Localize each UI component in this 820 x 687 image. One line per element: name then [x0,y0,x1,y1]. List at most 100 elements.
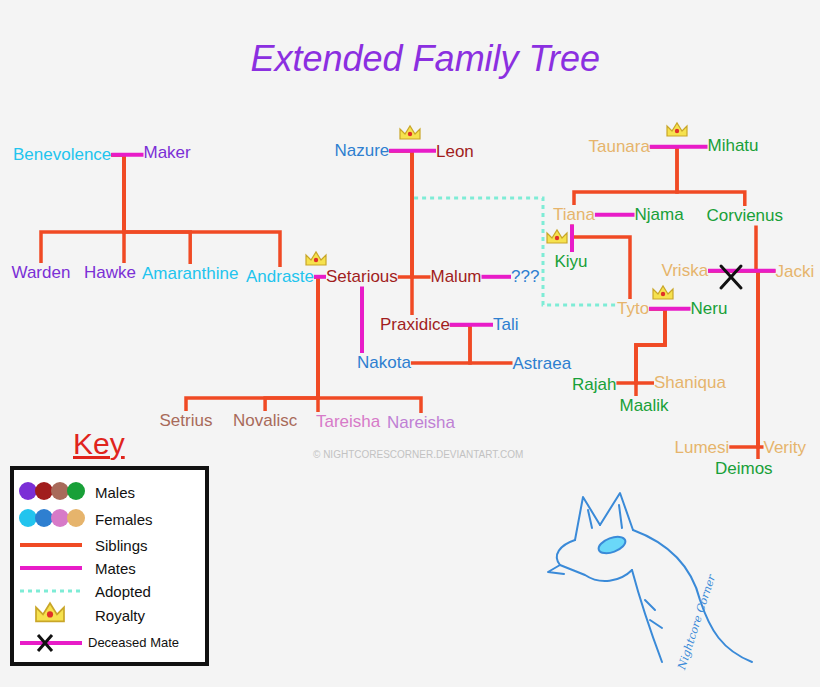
royalty-crown [400,126,420,139]
royalty-crown [667,123,687,136]
person-name: Novalisc [233,411,297,431]
female-swatches [19,509,85,527]
deceased-cross [721,266,741,288]
name-text: Maalik [620,396,669,415]
person-name: Tiana [553,205,595,225]
sibling-sample [20,543,82,547]
person-name: Nazure [335,141,390,161]
person-name: Kiyu [555,252,588,272]
legend-text: Mates [95,560,136,577]
diagram-title: Extended Family Tree [251,38,600,79]
mate-line [650,145,708,149]
name-text: Nazure [335,141,390,160]
mate-line [708,269,775,273]
name-text: Jacki [776,262,815,281]
legend-text: Females [95,511,153,528]
person-name: Nakota [357,353,411,373]
legend-heading: Key [73,427,125,462]
sibling-line [389,151,430,277]
name-text: Deimos [715,459,773,478]
name-text: Maker [144,143,191,162]
legend-text: Royalty [95,607,145,624]
name-text: Nakota [357,353,411,372]
cat-illustration [548,493,752,662]
sibling-line [756,226,776,272]
person-name: Malum [431,267,482,287]
person-name: Deimos [715,459,773,479]
name-text: Nareisha [387,413,455,432]
mate-line [111,153,143,157]
label-text: Key [73,427,125,460]
name-text: Mihatu [708,136,759,155]
person-name: Benevolence [13,145,111,165]
legend-entry: Mates [95,560,136,577]
watermark: © NIGHTCORESCORNER.DEVIANTART.COM [313,449,523,461]
legend-entry: Adopted [95,583,151,600]
name-text: Verity [764,438,807,457]
mate-line [389,149,436,153]
person-name: Vriska [662,261,709,281]
sibling-line [314,277,421,413]
name-text: Tyto [617,299,649,318]
sibling-line [650,147,745,206]
title-text: Extended Family Tree [251,38,600,79]
sibling-line [708,271,758,447]
royalty-crown [653,286,673,299]
name-text: Shaniqua [654,373,726,392]
name-text: Praxidice [380,315,450,334]
sibling-line [41,155,124,263]
mate-line [570,225,574,253]
royalty-crown [306,252,326,265]
name-text: Taunara [589,137,650,156]
person-name: Tyto [617,299,649,319]
name-text: Leon [436,142,474,161]
person-name: Njama [635,205,684,225]
deceased-sample [20,635,82,651]
person-name: Andraste [246,267,314,287]
person-name: Praxidice [380,315,450,335]
person-name: Mihatu [708,136,759,156]
name-text: Tali [493,315,519,334]
royalty-crown [547,230,567,243]
name-text: Vriska [662,261,709,280]
name-text: Neru [691,299,728,318]
adopted-line [389,151,617,305]
name-text: Warden [12,263,71,282]
name-text: Setarious [326,267,398,286]
person-name: Warden [12,263,71,283]
mate-line [649,307,690,311]
name-text: Astraea [513,354,572,373]
mate-line [595,213,635,217]
name-text: Njama [635,205,684,224]
label-text: © NIGHTCORESCORNER.DEVIANTART.COM [313,449,523,460]
person-name: Leon [436,142,474,162]
sibling-line [265,277,318,411]
mate-line [482,275,512,279]
person-name: Lumesi [675,438,730,458]
person-name: Nareisha [387,413,455,433]
sibling-line [389,151,412,277]
legend-text: Siblings [95,537,148,554]
person-name: Maalik [620,396,669,416]
legend-text: Adopted [95,583,151,600]
sibling-line [708,271,763,447]
male-swatches [19,482,85,500]
name-text: Lumesi [675,438,730,457]
sibling-line [111,155,124,263]
mate-line [314,275,326,279]
person-name: Hawke [84,263,136,283]
name-text: ??? [511,267,539,286]
adopted-sample [20,590,82,593]
legend-frame [12,468,207,664]
person-name: Neru [691,299,728,319]
name-text: Malum [431,267,482,286]
sibling-line [389,151,412,315]
person-name: Jacki [776,262,815,282]
person-name: Amaranthine [142,264,238,284]
name-text: Kiyu [555,252,588,271]
person-name: Maker [144,143,191,163]
person-name: Shaniqua [654,373,726,393]
name-text: Tiana [553,205,595,224]
mate-line [450,323,493,327]
legend-entry: Deceased Mate [88,636,179,651]
